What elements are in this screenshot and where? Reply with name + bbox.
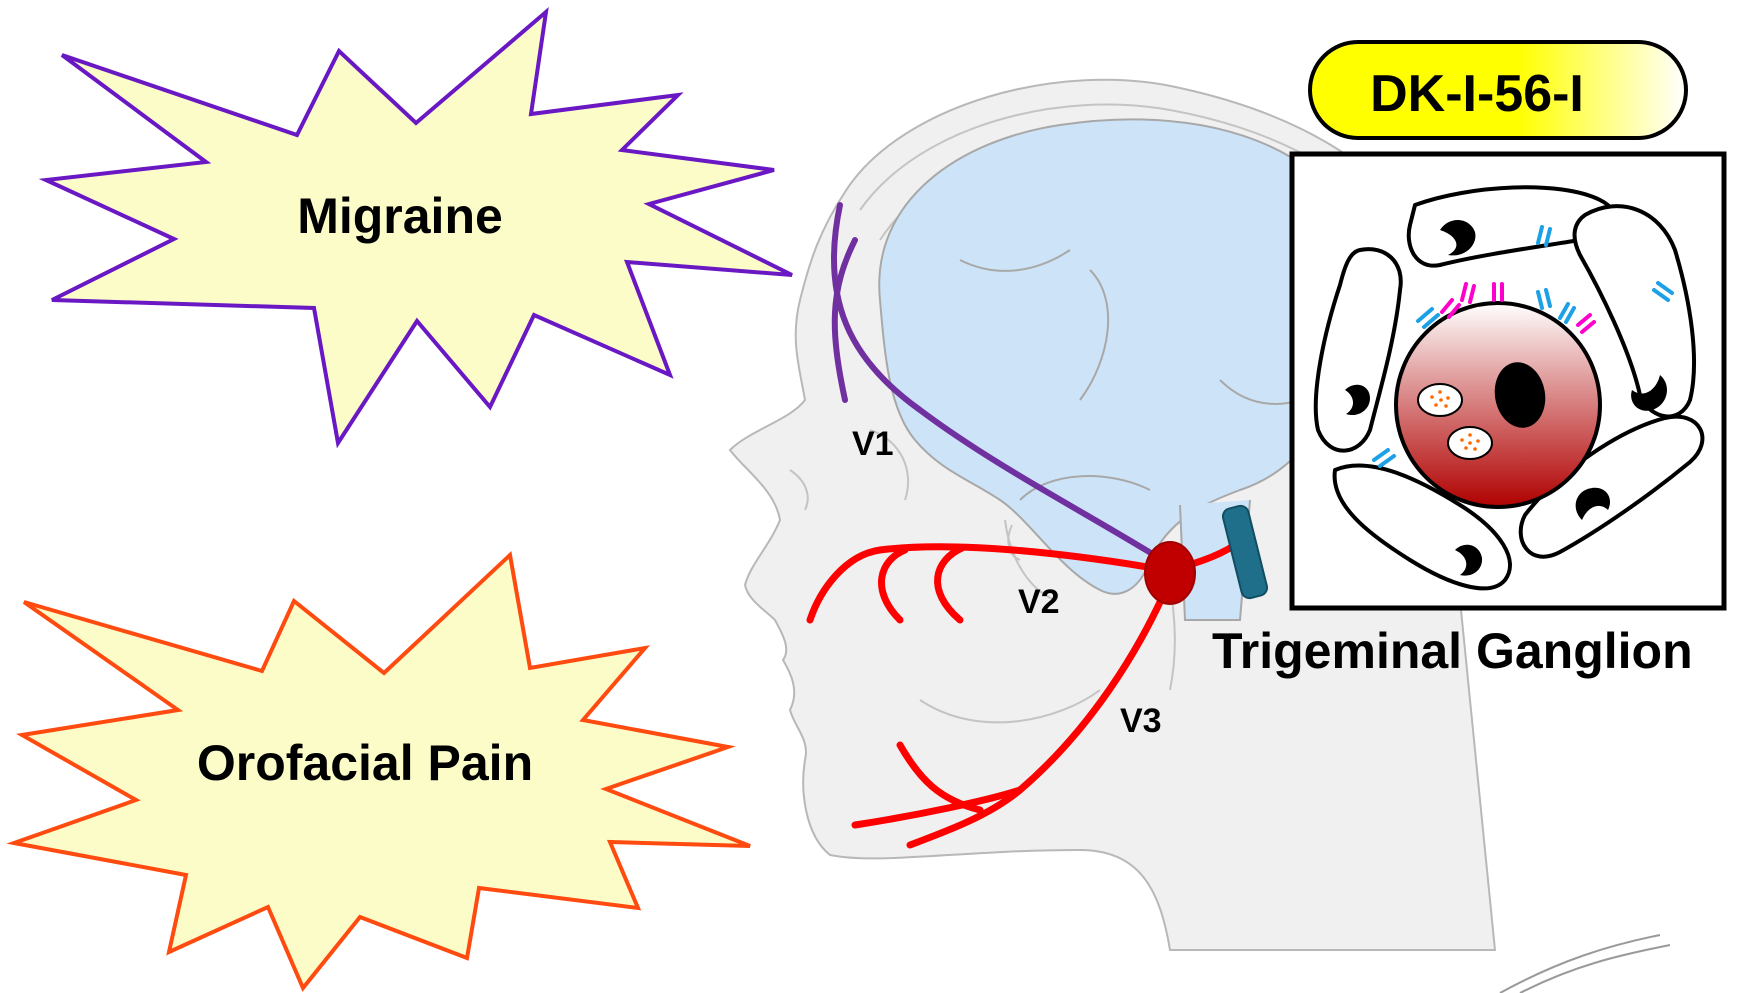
compound-label: DK-I-56-I — [1370, 65, 1584, 123]
v2-label: V2 — [1018, 583, 1060, 621]
ganglion-node — [1145, 542, 1195, 604]
decorative-swoosh — [1500, 935, 1670, 993]
v1-label: V1 — [852, 425, 894, 463]
neuron-icon — [1396, 303, 1600, 507]
migraine-label: Migraine — [297, 188, 503, 244]
ganglion-inset — [1292, 154, 1724, 608]
ganglion-label: Trigeminal Ganglion — [1212, 623, 1693, 679]
v3-label: V3 — [1120, 702, 1162, 740]
orofacial-label: Orofacial Pain — [197, 735, 533, 791]
